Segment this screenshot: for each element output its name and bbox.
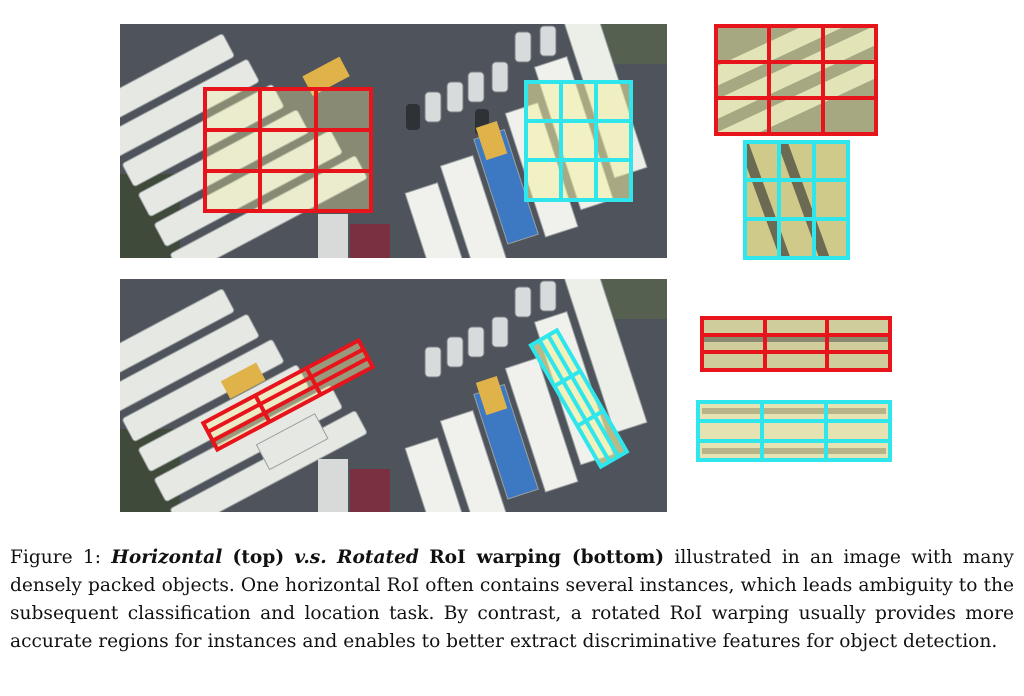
- horizontal-roi-red: [203, 87, 373, 213]
- warped-horizontal-roi-red: [714, 24, 878, 136]
- caption-vs: v.s.: [294, 547, 327, 568]
- caption-body: illustrated in an image with many densel…: [10, 547, 1014, 652]
- caption-top: (top): [232, 547, 285, 568]
- warped-rotated-roi-red: [700, 316, 892, 372]
- rotated-roi-cyan: [528, 327, 630, 470]
- caption-horizontal: Horizontal: [111, 547, 223, 568]
- bottom-aerial-image: [120, 279, 667, 512]
- warped-horizontal-roi-cyan: [743, 140, 850, 260]
- figure-label: Figure 1:: [10, 547, 101, 568]
- caption-roi-warping: RoI warping (bottom): [429, 547, 665, 568]
- warped-rotated-roi-cyan: [696, 400, 892, 462]
- caption-rotated: Rotated: [337, 547, 419, 568]
- rotated-roi-red: [200, 337, 376, 453]
- top-aerial-image: [120, 24, 667, 258]
- horizontal-roi-cyan: [524, 80, 633, 202]
- figure-caption: Figure 1: Horizontal (top) v.s. Rotated …: [10, 544, 1014, 656]
